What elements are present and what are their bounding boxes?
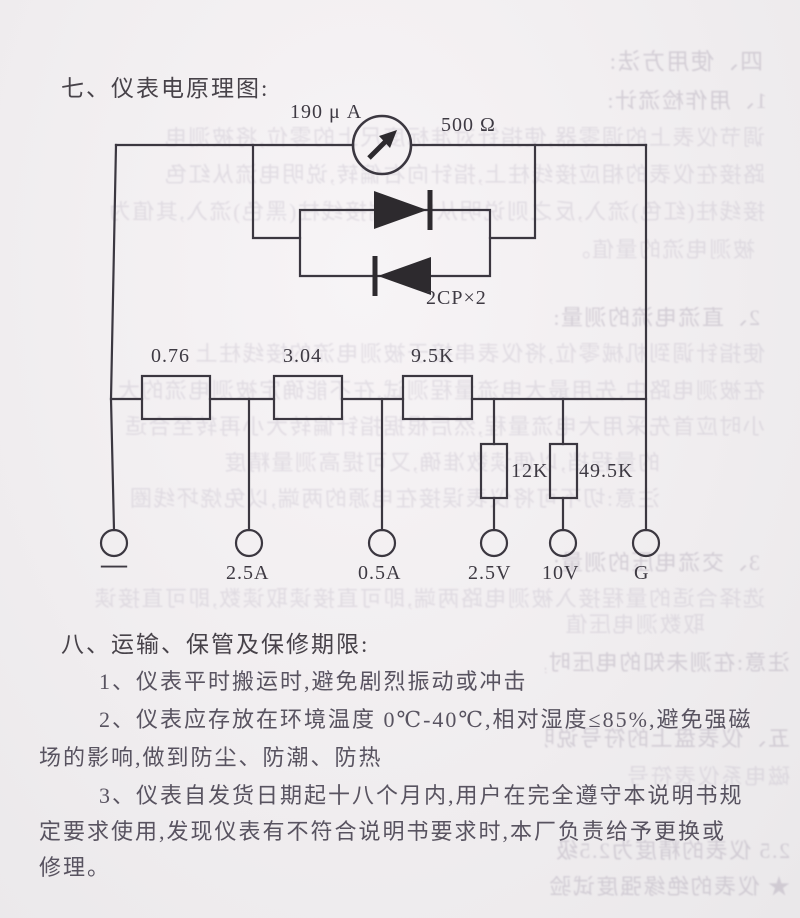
series-resistor-label: 500 Ω xyxy=(441,114,496,136)
terminal-g-label: G xyxy=(634,562,650,584)
terminal-10v-icon xyxy=(548,528,578,558)
diode-right-icon xyxy=(374,190,433,230)
terminal-2-5a-label: 2.5A xyxy=(226,562,270,584)
warranty-line-6: 修理。 xyxy=(39,855,112,880)
meter-needle-icon xyxy=(367,130,397,160)
wire xyxy=(109,143,118,532)
resistor-box-49-5k xyxy=(548,442,579,500)
diode-type-label: 2CP×2 xyxy=(426,287,487,309)
resistor-box-12k xyxy=(479,442,509,500)
terminal-g-icon xyxy=(631,528,661,558)
resistor-box-0-76 xyxy=(140,374,212,421)
terminal-minus-label: — xyxy=(101,550,127,579)
warranty-line-1: 1、仪表平时搬运时,避免剧烈振动或冲击 xyxy=(99,669,528,694)
diode-left-icon xyxy=(372,256,431,296)
warranty-line-3: 场的影响,做到防尘、防潮、防热 xyxy=(39,745,383,770)
terminal-2-5v-label: 2.5V xyxy=(468,562,512,584)
terminal-minus-icon xyxy=(99,528,129,558)
terminal-2-5a-icon xyxy=(234,528,264,558)
wire xyxy=(488,143,537,240)
wire xyxy=(251,143,302,240)
section-8-heading: 八、运输、保管及保修期限: xyxy=(61,632,370,657)
shunt-resistor-3-label: 9.5K xyxy=(411,345,455,367)
terminal-2-5v-icon xyxy=(479,528,509,558)
shunt-resistor-2-label: 3.04 xyxy=(283,345,322,367)
warranty-line-5: 定要求使用,发现仪表有不符合说明书要求时,本厂负责给予更换或 xyxy=(39,819,727,844)
meter-current-label: 190 μ A xyxy=(290,101,363,123)
ammeter-icon xyxy=(351,114,413,176)
warranty-line-2: 2、仪表应存放在环境温度 0℃-40℃,相对湿度≤85%,避免强磁 xyxy=(99,707,753,732)
terminal-10v-label: 10V xyxy=(542,562,580,584)
multiplier-resistor-2-label: 49.5K xyxy=(579,460,634,482)
terminal-0-5a-label: 0.5A xyxy=(358,562,402,584)
section-7-heading: 七、仪表电原理图: xyxy=(61,76,270,101)
terminal-0-5a-icon xyxy=(367,528,397,558)
warranty-line-4: 3、仪表自发货日期起十八个月内,用户在完全遵守本说明书规 xyxy=(99,783,744,808)
resistor-box-3-04 xyxy=(272,374,344,421)
multiplier-resistor-1-label: 12K xyxy=(511,460,549,482)
wire xyxy=(298,208,492,278)
shunt-resistor-1-label: 0.76 xyxy=(151,345,190,367)
resistor-box-9-5k xyxy=(401,374,474,421)
